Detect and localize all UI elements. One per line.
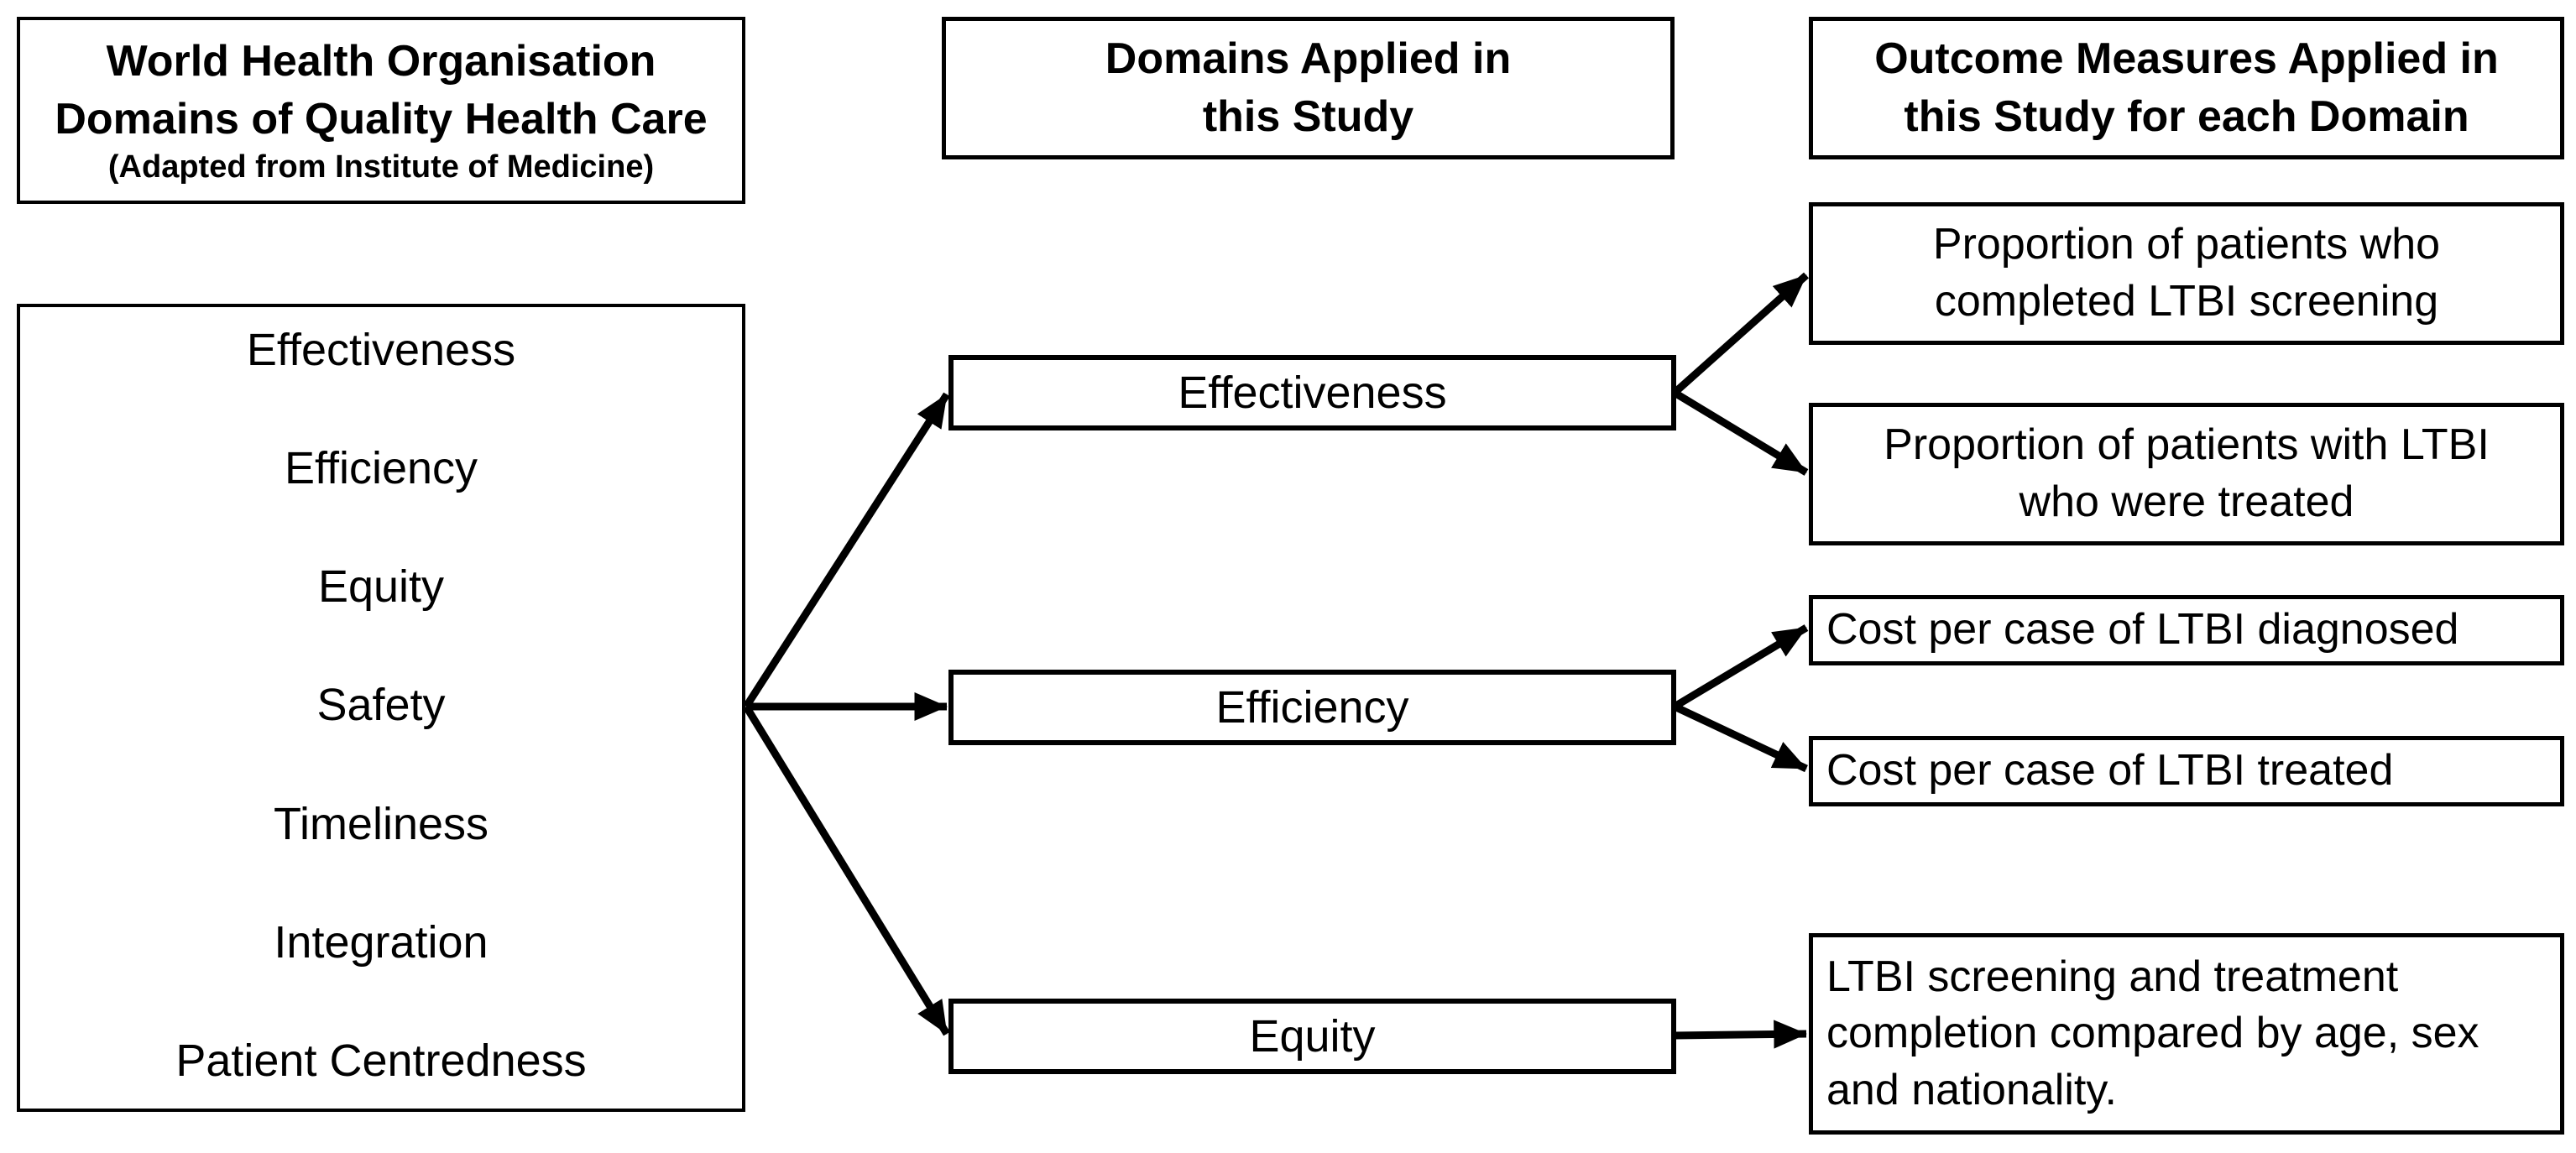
arrow-effectiveness-to-screening [1672,272,1809,396]
study-domains-header-line-1: Domains Applied in [1105,34,1512,84]
who-domain-patient-centredness: Patient Centredness [175,1035,587,1086]
study-domain-equity-box: Equity [948,999,1676,1074]
outcome-equity-comparison-line-1: LTBI screening and treatment [1826,952,2399,1001]
outcome-screening-completion-box: Proportion of patients who completed LTB… [1809,202,2564,345]
who-header-subtitle: (Adapted from Institute of Medicine) [107,149,655,185]
who-domain-equity: Equity [317,561,445,613]
outcome-equity-comparison-line-2: completion compared by age, sex [1826,1009,2479,1058]
outcome-screening-completion-line-2: completed LTBI screening [1934,277,2439,326]
outcome-measures-header-line-1: Outcome Measures Applied in [1874,34,2499,84]
who-header-line-1: World Health Organisation [106,37,656,86]
outcome-equity-comparison-box: LTBI screening and treatment completion … [1809,933,2564,1135]
outcome-ltbi-treated-box: Proportion of patients with LTBI who wer… [1809,403,2564,545]
study-domains-header-box: Domains Applied in this Study [942,17,1675,159]
arrow-who-to-effectiveness [743,392,950,709]
outcome-cost-diagnosed-label: Cost per case of LTBI diagnosed [1826,605,2459,655]
study-domain-equity-label: Equity [1249,1011,1376,1062]
study-domains-header-line-2: this Study [1202,92,1414,141]
arrow-effectiveness-to-treated [1672,389,1809,476]
who-domain-timeliness: Timeliness [273,798,489,849]
outcome-equity-comparison-line-3: and nationality. [1826,1065,2117,1114]
who-header-line-2: Domains of Quality Health Care [55,94,708,143]
outcome-cost-treated-label: Cost per case of LTBI treated [1826,746,2394,796]
study-domain-effectiveness-box: Effectiveness [948,355,1676,430]
study-domain-effectiveness-label: Effectiveness [1178,368,1447,418]
arrow-equity-to-comparison [1674,1020,1807,1049]
outcome-measures-header-line-2: this Study for each Domain [1904,92,2469,141]
who-domain-effectiveness: Effectiveness [246,325,516,375]
outcome-cost-treated-box: Cost per case of LTBI treated [1809,736,2564,806]
arrow-efficiency-to-cost-treated [1673,702,1808,773]
who-domain-integration: Integration [274,916,489,968]
study-domain-efficiency-box: Efficiency [948,670,1676,745]
outcome-ltbi-treated-line-1: Proportion of patients with LTBI [1884,420,2490,470]
outcome-ltbi-treated-line-2: who were treated [2019,477,2354,526]
who-domain-safety: Safety [316,680,446,731]
who-domain-efficiency: Efficiency [284,443,478,494]
who-domains-header-box: World Health Organisation Domains of Qua… [17,17,745,204]
who-domains-list-box: Effectiveness Efficiency Equity Safety T… [17,304,745,1112]
outcome-measures-header-box: Outcome Measures Applied in this Study f… [1809,17,2564,159]
outcome-screening-completion-line-1: Proportion of patients who [1932,220,2441,269]
study-domain-efficiency-label: Efficiency [1215,682,1409,733]
arrow-efficiency-to-cost-diagnosed [1672,624,1809,710]
arrow-who-to-equity [743,704,950,1036]
outcome-cost-diagnosed-box: Cost per case of LTBI diagnosed [1809,595,2564,665]
